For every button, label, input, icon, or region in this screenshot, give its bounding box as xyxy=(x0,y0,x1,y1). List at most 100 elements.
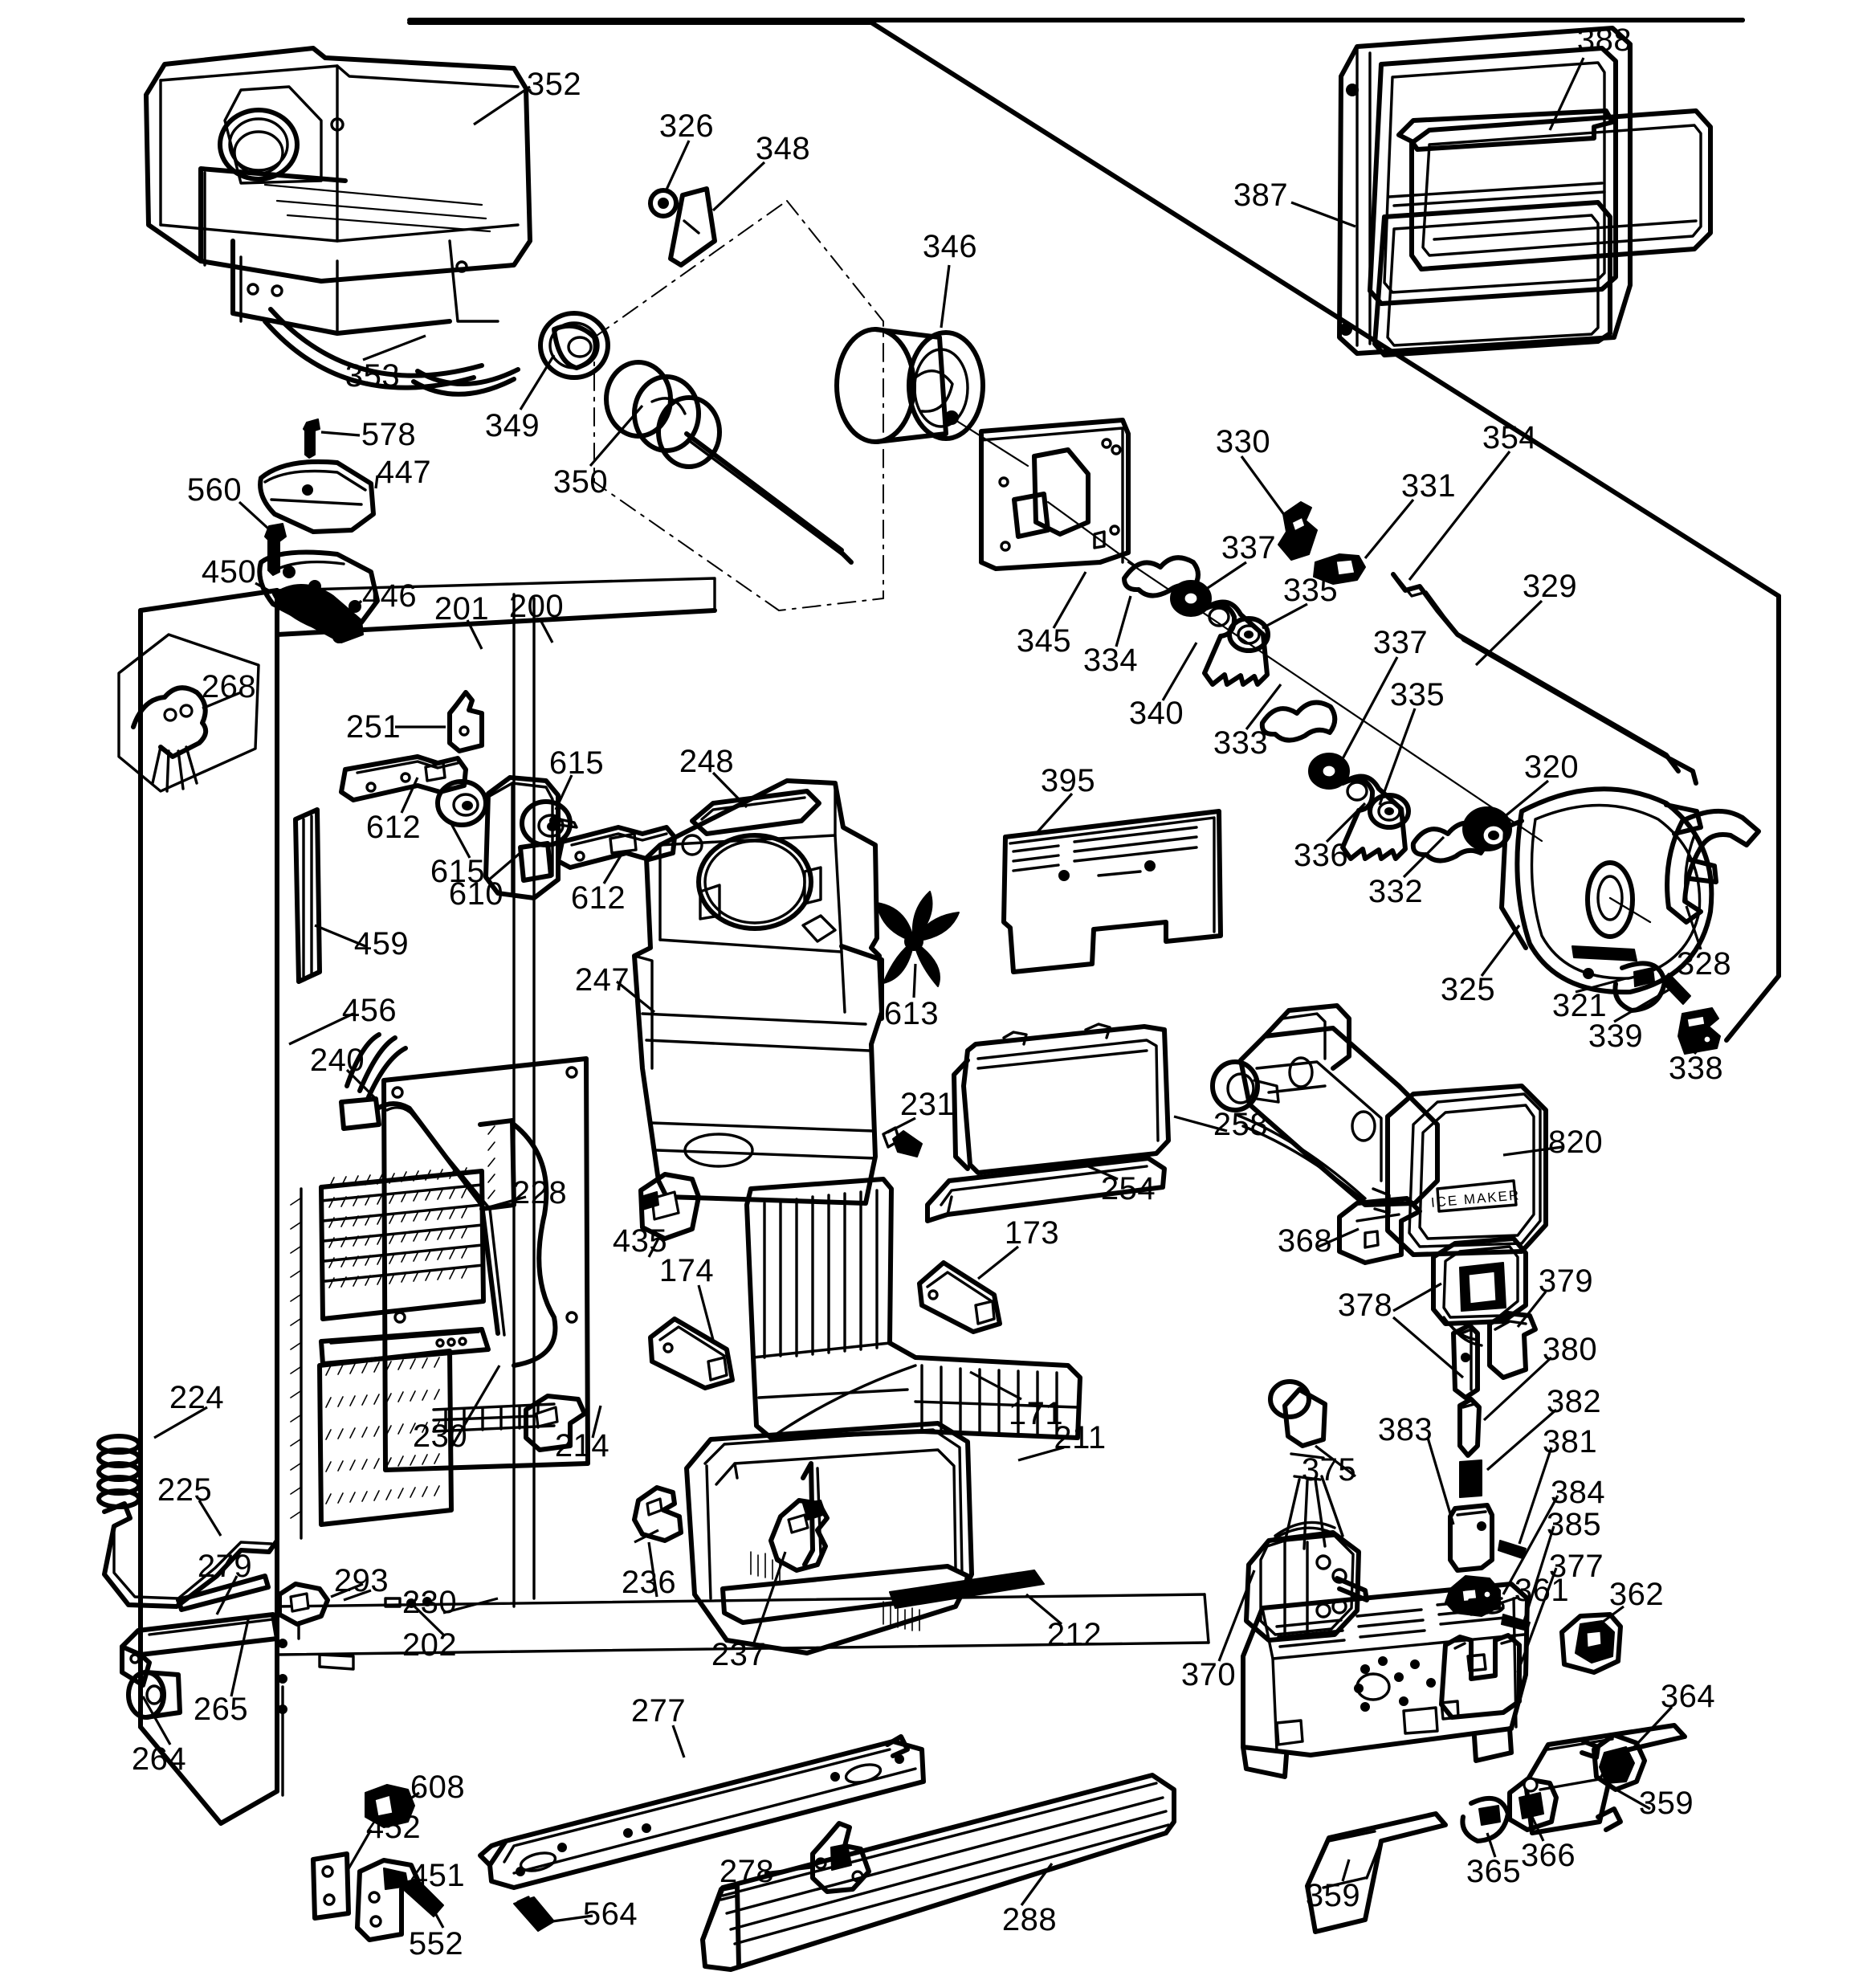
part-callout-335[interactable]: 335 xyxy=(1282,573,1339,608)
part-callout-375[interactable]: 375 xyxy=(1301,1452,1357,1488)
part-callout-279[interactable]: 279 xyxy=(197,1549,253,1584)
part-callout-368[interactable]: 368 xyxy=(1277,1223,1333,1259)
part-callout-225[interactable]: 225 xyxy=(157,1472,213,1508)
part-callout-278[interactable]: 278 xyxy=(719,1853,775,1889)
part-callout-378[interactable]: 378 xyxy=(1337,1288,1393,1323)
part-callout-231[interactable]: 231 xyxy=(899,1087,956,1122)
part-callout-201[interactable]: 201 xyxy=(434,591,490,627)
part-callout-382[interactable]: 382 xyxy=(1546,1384,1602,1419)
part-callout-254[interactable]: 254 xyxy=(1100,1171,1156,1206)
part-callout-211[interactable]: 211 xyxy=(1054,1420,1107,1455)
part-callout-388[interactable]: 388 xyxy=(1576,22,1633,58)
part-callout-446[interactable]: 446 xyxy=(361,578,418,614)
part-callout-265[interactable]: 265 xyxy=(193,1692,249,1727)
part-callout-247[interactable]: 247 xyxy=(574,962,630,998)
part-callout-326[interactable]: 326 xyxy=(658,108,715,144)
part-callout-336[interactable]: 336 xyxy=(1293,838,1349,873)
part-callout-350[interactable]: 350 xyxy=(552,464,609,500)
part-callout-230[interactable]: 230 xyxy=(412,1419,468,1454)
part-callout-452[interactable]: 452 xyxy=(365,1810,422,1845)
part-callout-173[interactable]: 173 xyxy=(1004,1215,1060,1251)
part-callout-353[interactable]: 353 xyxy=(344,357,401,394)
part-callout-359[interactable]: 359 xyxy=(1305,1878,1361,1913)
part-callout-560[interactable]: 560 xyxy=(186,472,243,508)
part-callout-277[interactable]: 277 xyxy=(630,1693,687,1729)
part-callout-451[interactable]: 451 xyxy=(410,1858,466,1893)
part-callout-352[interactable]: 352 xyxy=(526,66,582,102)
part-callout-348[interactable]: 348 xyxy=(755,131,811,166)
part-callout-339[interactable]: 339 xyxy=(1588,1018,1644,1054)
part-callout-174[interactable]: 174 xyxy=(658,1253,715,1288)
part-callout-331[interactable]: 331 xyxy=(1400,468,1457,504)
part-callout-552[interactable]: 552 xyxy=(408,1926,464,1961)
part-callout-337[interactable]: 337 xyxy=(1221,530,1277,565)
part-callout-332[interactable]: 332 xyxy=(1368,874,1424,909)
part-callout-237[interactable]: 237 xyxy=(711,1637,767,1672)
part-callout-321[interactable]: 321 xyxy=(1551,988,1608,1023)
part-callout-268[interactable]: 268 xyxy=(201,669,257,704)
part-callout-346[interactable]: 346 xyxy=(922,229,978,264)
part-callout-820[interactable]: 820 xyxy=(1547,1125,1604,1160)
part-callout-379[interactable]: 379 xyxy=(1538,1263,1594,1299)
part-callout-613[interactable]: 613 xyxy=(883,996,940,1031)
part-callout-608[interactable]: 608 xyxy=(410,1770,466,1805)
part-callout-320[interactable]: 320 xyxy=(1523,749,1580,785)
part-callout-387[interactable]: 387 xyxy=(1233,178,1289,213)
part-callout-214[interactable]: 214 xyxy=(554,1428,610,1463)
part-callout-459[interactable]: 459 xyxy=(353,926,410,961)
part-callout-456[interactable]: 456 xyxy=(341,993,397,1028)
part-callout-364[interactable]: 364 xyxy=(1660,1679,1716,1714)
part-callout-212[interactable]: 212 xyxy=(1046,1617,1103,1652)
part-callout-435[interactable]: 435 xyxy=(612,1223,668,1259)
part-callout-578[interactable]: 578 xyxy=(361,417,417,452)
part-callout-171[interactable]: 171 xyxy=(1008,1396,1064,1431)
part-callout-564[interactable]: 564 xyxy=(582,1896,638,1932)
part-callout-612[interactable]: 612 xyxy=(570,880,626,916)
part-callout-377[interactable]: 377 xyxy=(1548,1549,1604,1584)
part-callout-349[interactable]: 349 xyxy=(484,408,540,443)
part-callout-345[interactable]: 345 xyxy=(1016,623,1072,659)
part-callout-365[interactable]: 365 xyxy=(1466,1853,1522,1889)
part-callout-248[interactable]: 248 xyxy=(679,744,735,779)
part-callout-288[interactable]: 288 xyxy=(1001,1902,1058,1937)
part-callout-337[interactable]: 337 xyxy=(1372,624,1429,660)
part-callout-334[interactable]: 334 xyxy=(1082,643,1139,678)
part-callout-380[interactable]: 380 xyxy=(1542,1331,1598,1367)
part-callout-615[interactable]: 615 xyxy=(430,854,486,889)
part-callout-383[interactable]: 383 xyxy=(1377,1412,1433,1447)
part-callout-338[interactable]: 338 xyxy=(1668,1051,1724,1086)
part-callout-202[interactable]: 202 xyxy=(402,1627,458,1663)
part-callout-293[interactable]: 293 xyxy=(333,1563,389,1598)
part-callout-240[interactable]: 240 xyxy=(309,1043,365,1078)
part-callout-258[interactable]: 258 xyxy=(1213,1107,1269,1142)
part-callout-359[interactable]: 359 xyxy=(1638,1786,1694,1821)
part-callout-381[interactable]: 381 xyxy=(1542,1424,1598,1459)
part-callout-264[interactable]: 264 xyxy=(131,1741,187,1777)
part-callout-370[interactable]: 370 xyxy=(1180,1657,1237,1692)
part-callout-236[interactable]: 236 xyxy=(621,1565,677,1600)
part-callout-230[interactable]: 230 xyxy=(402,1585,458,1620)
part-callout-251[interactable]: 251 xyxy=(345,708,402,745)
part-callout-325[interactable]: 325 xyxy=(1440,972,1496,1007)
part-callout-330[interactable]: 330 xyxy=(1215,423,1271,459)
part-callout-328[interactable]: 328 xyxy=(1676,946,1732,982)
part-callout-200[interactable]: 200 xyxy=(508,589,565,624)
part-callout-354[interactable]: 354 xyxy=(1482,420,1538,455)
part-callout-450[interactable]: 450 xyxy=(201,554,257,590)
part-callout-366[interactable]: 366 xyxy=(1520,1838,1576,1873)
part-callout-224[interactable]: 224 xyxy=(169,1380,225,1415)
part-callout-447[interactable]: 447 xyxy=(376,455,432,490)
part-callout-384[interactable]: 384 xyxy=(1550,1475,1606,1510)
part-callout-362[interactable]: 362 xyxy=(1608,1577,1665,1612)
part-callout-335[interactable]: 335 xyxy=(1389,677,1445,712)
part-callout-333[interactable]: 333 xyxy=(1213,725,1269,761)
part-callout-228[interactable]: 228 xyxy=(512,1175,568,1210)
part-callout-361[interactable]: 361 xyxy=(1514,1573,1570,1608)
part-callout-340[interactable]: 340 xyxy=(1128,696,1184,731)
part-callout-615[interactable]: 615 xyxy=(548,745,605,781)
part-callout-395[interactable]: 395 xyxy=(1040,763,1096,798)
part-callout-385[interactable]: 385 xyxy=(1546,1507,1602,1542)
part-callout-612[interactable]: 612 xyxy=(365,810,422,845)
part-callout-329[interactable]: 329 xyxy=(1522,569,1578,604)
part-callout-610[interactable]: 610 xyxy=(448,876,504,912)
